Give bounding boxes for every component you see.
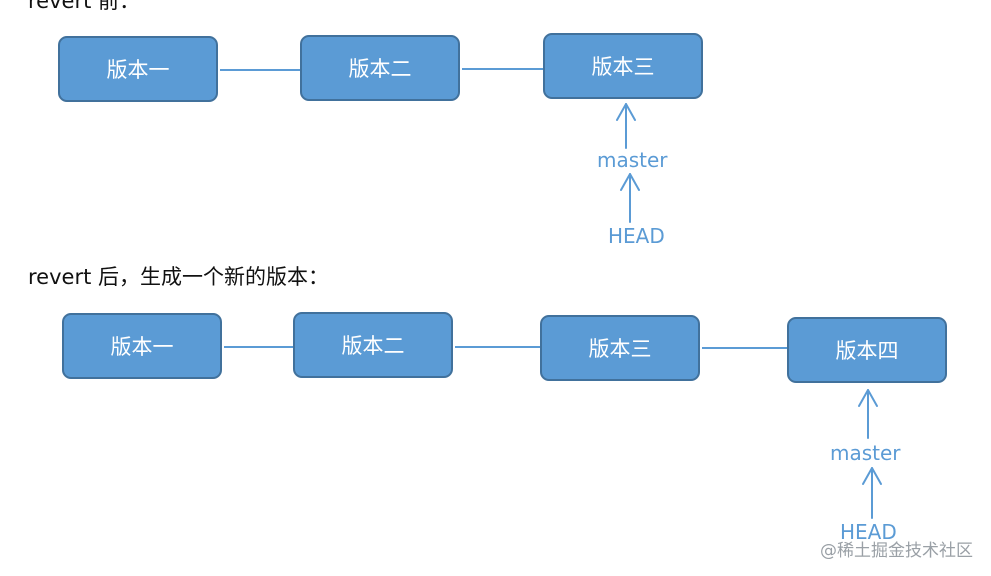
arrow-up-icon xyxy=(858,389,878,439)
commit-link xyxy=(455,346,540,348)
head-label: HEAD xyxy=(840,520,897,544)
commit-node-version-4: 版本四 xyxy=(787,317,947,383)
caption-after-revert: revert 后，生成一个新的版本： xyxy=(28,265,329,289)
commit-link xyxy=(462,68,544,70)
caption-before-revert: revert 前： xyxy=(28,0,140,13)
commit-node-version-3: 版本三 xyxy=(540,315,700,381)
commit-node-version-2: 版本二 xyxy=(293,312,453,378)
commit-node-version-3: 版本三 xyxy=(543,33,703,99)
branch-label-master: master xyxy=(830,441,901,465)
commit-node-version-1: 版本一 xyxy=(58,36,218,102)
arrow-up-icon xyxy=(862,467,882,519)
arrow-up-icon xyxy=(616,103,636,149)
commit-link xyxy=(224,346,293,348)
commit-link xyxy=(702,347,787,349)
arrow-up-icon xyxy=(620,173,640,223)
commit-node-version-1: 版本一 xyxy=(62,313,222,379)
watermark: @稀土掘金技术社区 xyxy=(820,541,973,561)
commit-link xyxy=(220,69,300,71)
branch-label-master: master xyxy=(597,148,668,172)
head-label: HEAD xyxy=(608,224,665,248)
commit-node-version-2: 版本二 xyxy=(300,35,460,101)
